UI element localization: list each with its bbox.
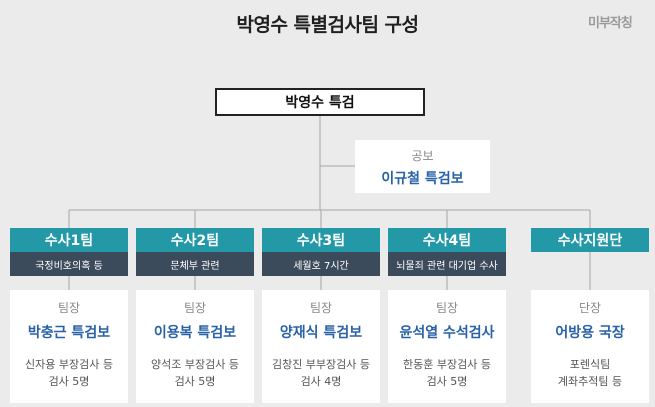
support-unit-card: 단장 어방용 국장 포렌식팀 계좌추적팀 등 xyxy=(531,290,649,403)
team-4-members-line2: 검사 5명 xyxy=(426,375,468,388)
spokesperson-role: 공보 xyxy=(411,149,434,163)
team-4-focus: 뇌물죄 관련 대기업 수사 xyxy=(388,252,506,276)
team-3-role: 팀장 xyxy=(309,301,333,315)
special-prosecutor-box: 박영수 특검 xyxy=(215,88,425,116)
team-4-leader: 윤석열 수석검사 xyxy=(399,325,495,341)
team-2-members-line2: 검사 5명 xyxy=(174,375,216,388)
team-1-header: 수사1팀 xyxy=(10,228,128,252)
team-2-leader: 이용복 특검보 xyxy=(153,325,237,341)
team-1-leader: 박충근 특검보 xyxy=(27,325,111,341)
team-1-members-line2: 검사 5명 xyxy=(48,375,90,388)
team-3-members: 김창진 부부장검사 등 검사 4명 xyxy=(262,356,380,390)
team-1-card: 팀장 박충근 특검보 신자용 부장검사 등 검사 5명 xyxy=(10,290,128,403)
spokesperson-name: 이규철 특검보 xyxy=(381,171,464,187)
team-2-members: 양석조 부장검사 등 검사 5명 xyxy=(136,356,254,390)
team-4-card: 팀장 윤석열 수석검사 한동훈 부장검사 등 검사 5명 xyxy=(388,290,506,403)
team-4-role: 팀장 xyxy=(435,301,459,315)
team-1-members-line1: 신자용 부장검사 등 xyxy=(25,358,113,371)
team-2-focus: 문체부 관련 xyxy=(136,252,254,276)
team-3-members-line1: 김창진 부부장검사 등 xyxy=(271,358,371,371)
team-2-header: 수사2팀 xyxy=(136,228,254,252)
team-3-header: 수사3팀 xyxy=(262,228,380,252)
page-title: 박영수 특별검사팀 구성 xyxy=(236,14,419,36)
spokesperson-box: 공보 이규철 특검보 xyxy=(355,140,490,193)
support-unit-members-line1: 포렌식팀 xyxy=(569,358,611,371)
team-3-focus: 세월호 7시간 xyxy=(262,252,380,276)
team-2-role: 팀장 xyxy=(183,301,207,315)
team-4-header: 수사4팀 xyxy=(388,228,506,252)
support-unit-leader: 어방용 국장 xyxy=(555,325,625,341)
team-3-members-line2: 검사 4명 xyxy=(300,375,342,388)
team-4-members: 한동훈 부장검사 등 검사 5명 xyxy=(388,356,506,390)
team-3-leader: 양재식 특검보 xyxy=(279,325,363,341)
support-unit-members-line2: 계좌추적팀 등 xyxy=(557,375,623,388)
support-unit-header: 수사지원단 xyxy=(531,228,649,252)
team-2-members-line1: 양석조 부장검사 등 xyxy=(151,358,239,371)
team-1-members: 신자용 부장검사 등 검사 5명 xyxy=(10,356,128,390)
team-2-card: 팀장 이용복 특검보 양석조 부장검사 등 검사 5명 xyxy=(136,290,254,403)
team-1-role: 팀장 xyxy=(57,301,81,315)
team-3-card: 팀장 양재식 특검보 김창진 부부장검사 등 검사 4명 xyxy=(262,290,380,403)
support-unit-role: 단장 xyxy=(578,301,602,315)
team-1-focus: 국정비호의혹 등 xyxy=(10,252,128,276)
support-unit-members: 포렌식팀 계좌추적팀 등 xyxy=(531,356,649,390)
team-4-members-line1: 한동훈 부장검사 등 xyxy=(403,358,491,371)
publisher-logo: 미부작칭 xyxy=(588,16,633,31)
